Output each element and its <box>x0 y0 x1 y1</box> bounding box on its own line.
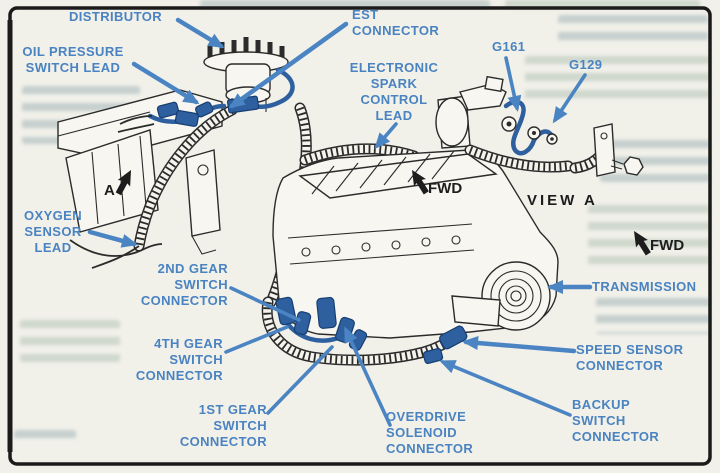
speed-sensor-connector-drawing <box>439 325 468 350</box>
label-electronic-spark-control-lead: ELECTRONIC SPARK CONTROL LEAD <box>349 60 439 123</box>
bleedthrough-print <box>20 320 120 362</box>
fourth-gear-leader <box>224 325 289 354</box>
label-est-connector: EST CONNECTOR <box>352 7 440 38</box>
engine-drawing <box>57 89 223 257</box>
bleedthrough-print <box>558 15 708 43</box>
label-g129: G129 <box>569 57 603 72</box>
oil-pressure-lead-drawing <box>117 101 227 133</box>
label-backup-switch-connector: BACKUP SWITCH CONNECTOR <box>572 397 660 444</box>
first-gear-leader <box>266 345 334 415</box>
overdrive-leader-arrow <box>344 326 392 427</box>
bleedthrough-print <box>600 140 710 182</box>
bleedthrough-print <box>596 298 710 334</box>
backup-leader-arrow <box>439 360 572 417</box>
label-transmission: TRANSMISSION <box>592 279 697 294</box>
label-oxygen-sensor-lead: OXYGEN SENSOR LEAD <box>23 208 83 255</box>
label-fwd-left: FWD <box>428 180 463 197</box>
label-distributor: DISTRIBUTOR <box>69 9 162 24</box>
g161-leader-arrow <box>504 56 522 112</box>
esc-leader-arrow <box>374 122 398 150</box>
bleedthrough-print <box>505 0 700 10</box>
label-speed-sensor-connector: SPEED SENSOR CONNECTOR <box>576 342 684 373</box>
bleedthrough-print <box>14 430 76 444</box>
bleedthrough-print <box>525 56 710 106</box>
g129-leader-arrow <box>552 73 587 124</box>
second-gear-leader <box>229 286 301 322</box>
speed-sensor-leader-arrow <box>462 336 577 354</box>
view-a-inset-drawing <box>435 75 644 177</box>
label-4th-gear-switch-connector: 4TH GEAR SWITCH CONNECTOR <box>135 336 223 383</box>
backup-switch-connector-drawing <box>422 347 444 365</box>
oil-pressure-leader-arrow <box>131 61 200 105</box>
est-leader-arrow <box>228 21 349 109</box>
bleedthrough-print <box>200 0 490 9</box>
bleedthrough-print <box>588 205 710 267</box>
label-1st-gear-switch-connector: 1ST GEAR SWITCH CONNECTOR <box>179 402 267 449</box>
label-view-a: VIEW A <box>527 192 598 209</box>
callout-leaders <box>87 17 593 427</box>
label-fwd-right: FWD <box>650 237 685 254</box>
label-oil-pressure-switch-lead: OIL PRESSURE SWITCH LEAD <box>22 44 124 75</box>
ground-screws-g161-g129 <box>501 99 558 156</box>
oxygen-leader-arrow <box>87 229 138 248</box>
label-g161: G161 <box>492 39 526 54</box>
label-detail-a: A <box>104 182 115 199</box>
label-overdrive-solenoid-connector: OVERDRIVE SOLENOID CONNECTOR <box>386 409 474 456</box>
transmission-drawing <box>272 149 559 339</box>
distributor-leader-arrow <box>175 17 225 49</box>
label-2nd-gear-switch-connector: 2ND GEAR SWITCH CONNECTOR <box>140 261 228 308</box>
